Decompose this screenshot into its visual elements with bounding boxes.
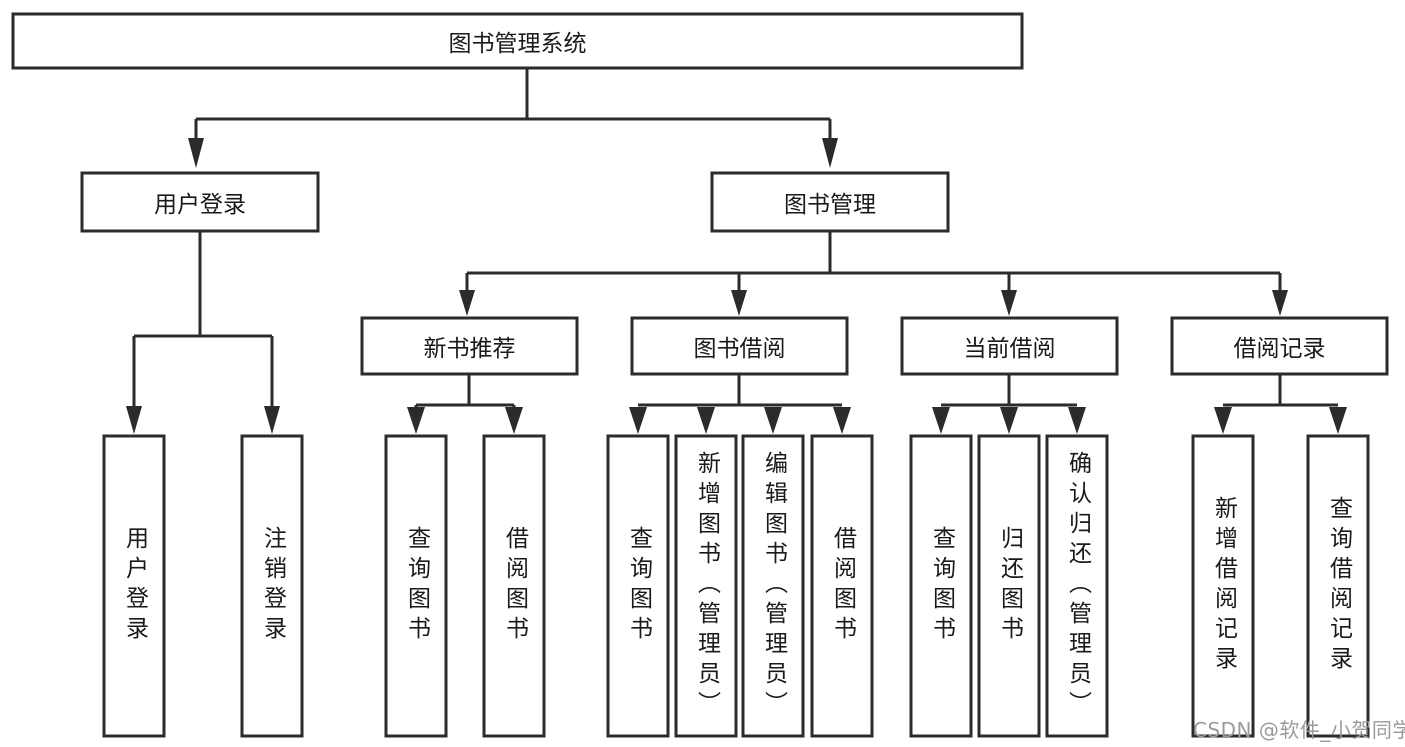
arrowhead-user-login-leaf [126,406,142,434]
arrowhead-currentborrow-leaf-1 [932,407,950,434]
arrowhead-new-book-recommend [459,290,475,316]
node-leaf-box-add-book[interactable] [674,434,738,738]
arrowhead-bookborrow-leaf-4 [833,407,851,434]
arrowhead-currentborrow-leaf-3 [1068,407,1086,434]
arrowhead-newbook-leaf-1 [407,407,425,434]
node-leaf-box-query-book-3[interactable] [909,434,973,738]
node-user-login-box[interactable] [80,171,320,233]
watermark-text: CSDN @软件_小贺同学 [1193,718,1405,742]
arrowhead-bookborrow-leaf-2 [697,407,715,434]
node-book-borrow-box[interactable] [630,316,849,376]
node-leaf-box-add-record[interactable] [1191,434,1255,738]
node-leaf-box-logout[interactable] [240,434,304,738]
node-leaf-box-user-login[interactable] [102,434,166,738]
arrowhead-userlogin [188,138,204,168]
node-leaf-box-edit-book[interactable] [741,434,805,738]
arrowhead-bookmgmt [822,138,838,168]
arrowhead-newbook-leaf-2 [505,407,523,434]
node-leaf-box-borrow-book-2[interactable] [810,434,874,738]
node-leaf-box-query-book-1[interactable] [384,434,448,738]
node-leaf-box-confirm-return[interactable] [1045,434,1109,738]
arrowhead-currentborrow-leaf-2 [1000,407,1018,434]
node-leaf-box-query-record[interactable] [1306,434,1370,738]
arrowhead-current-borrow [1001,290,1017,316]
arrowhead-borrowrecord-leaf-1 [1214,407,1232,434]
node-root-box[interactable] [11,12,1024,70]
arrowhead-logout-leaf [264,406,280,434]
node-current-borrow-box[interactable] [900,316,1119,376]
node-borrow-record-box[interactable] [1170,316,1389,376]
arrowhead-bookborrow-leaf-3 [764,407,782,434]
arrowhead-bookborrow-leaf-1 [629,407,647,434]
node-book-management-box[interactable] [710,171,950,233]
node-leaf-box-query-book-2[interactable] [606,434,670,738]
node-new-book-recommend-box[interactable] [360,316,579,376]
arrowhead-borrow-record [1272,290,1288,316]
arrowhead-book-borrow [731,290,747,316]
node-leaf-box-return-book[interactable] [977,434,1041,738]
arrowhead-borrowrecord-leaf-2 [1329,407,1347,434]
node-leaf-box-borrow-book-1[interactable] [482,434,546,738]
